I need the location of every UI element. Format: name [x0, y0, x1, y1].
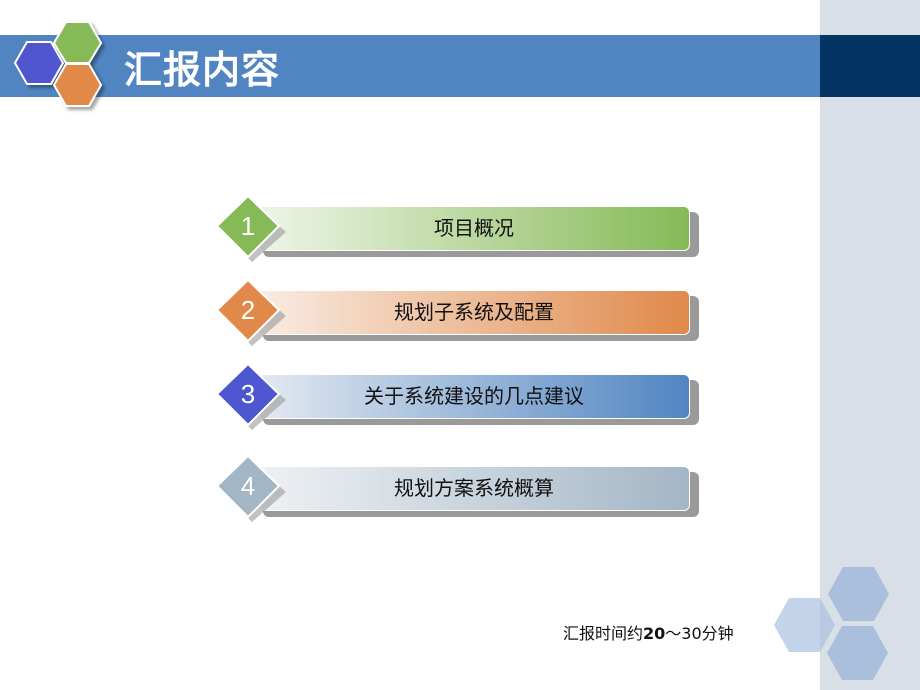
agenda-item-number: 1 [240, 211, 256, 241]
agenda-bar [258, 466, 690, 511]
agenda-bar [258, 290, 690, 335]
agenda-item-label: 项目概况 [434, 216, 514, 240]
agenda-bar [258, 374, 690, 419]
diamond-number-icon [215, 196, 286, 262]
duration-note-bold: 20 [643, 624, 666, 643]
duration-note: 汇报时间约20～30分钟 [563, 620, 734, 644]
diamond-number-icon [215, 364, 286, 430]
agenda-item-4[interactable]: 规划方案系统概算 4 [210, 456, 710, 528]
title-banner-dark-end [820, 35, 920, 97]
diamond-number-icon [215, 456, 286, 522]
agenda-item-number: 2 [240, 295, 256, 325]
agenda-item-2[interactable]: 规划子系统及配置 2 [210, 280, 710, 352]
blue-hexagon-icon [13, 41, 65, 85]
title-banner [0, 35, 820, 97]
right-side-panel [820, 0, 920, 690]
green-hexagon-icon [52, 21, 103, 64]
duration-note-prefix: 汇报时间约 [563, 624, 644, 643]
agenda-item-number: 3 [240, 379, 256, 409]
agenda-item-3[interactable]: 关于系统建设的几点建议 3 [210, 364, 710, 436]
orange-hexagon-icon [52, 63, 103, 107]
agenda-item-number: 4 [240, 471, 256, 501]
agenda-item-1[interactable]: 项目概况 1 [210, 196, 710, 268]
diamond-number-icon [215, 280, 286, 346]
agenda-item-label: 规划子系统及配置 [394, 300, 554, 324]
hexagon-logo-icon [13, 21, 103, 107]
agenda-item-label: 规划方案系统概算 [394, 476, 554, 500]
page-title: 汇报内容 [124, 48, 281, 92]
agenda-bar [258, 206, 690, 251]
agenda-item-label: 关于系统建设的几点建议 [364, 384, 584, 408]
duration-note-suffix: ～30分钟 [665, 624, 734, 643]
